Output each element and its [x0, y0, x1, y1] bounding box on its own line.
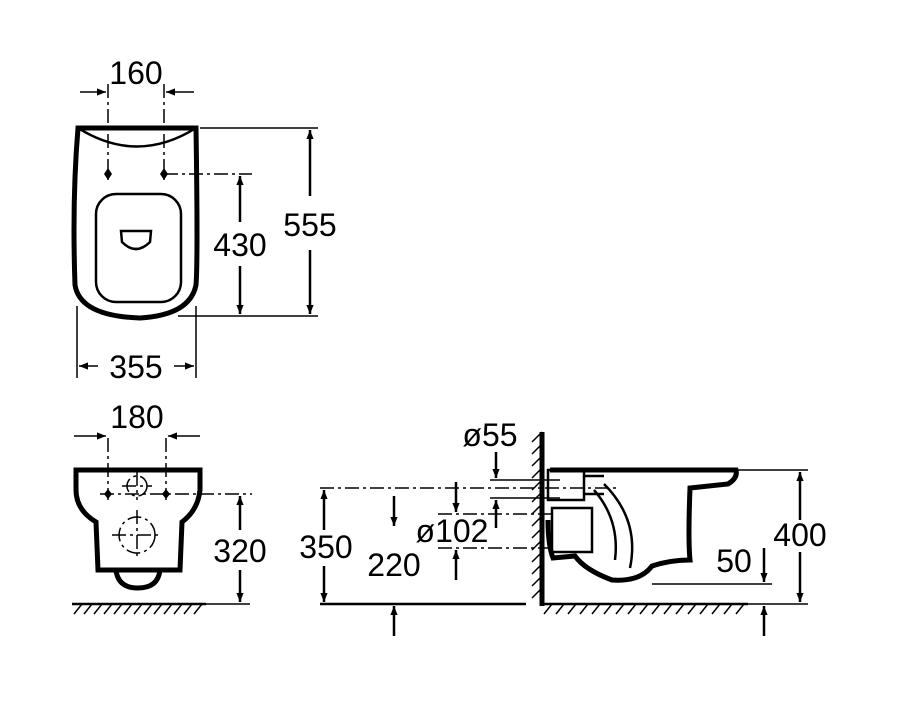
top-overall-length-label: 555 — [283, 207, 336, 243]
side-view-bowl-outline — [545, 467, 739, 583]
front-hole-spacing-label: 180 — [110, 399, 163, 435]
top-hole-to-front-label: 430 — [213, 227, 266, 263]
side-view: 350 220 ø102 ø55 400 50 — [299, 417, 827, 636]
front-view-hole-right — [162, 489, 170, 499]
side-inlet-offset-label: 220 — [367, 547, 420, 583]
front-view-outlet-symbol — [112, 510, 162, 560]
side-view-outlet-fitting — [550, 506, 594, 554]
front-view-base — [113, 569, 163, 591]
top-overall-width-label: 355 — [109, 349, 162, 385]
side-view-trap-inner — [593, 489, 617, 561]
top-view-rim-curve — [77, 126, 197, 148]
front-view: 180 320 — [72, 399, 267, 615]
side-inlet-diameter-label: ø55 — [462, 417, 517, 453]
side-outlet-height-label: 350 — [299, 529, 352, 565]
front-hole-height-label: 320 — [213, 533, 266, 569]
top-view-seat-opening — [94, 192, 183, 304]
front-view-outline — [73, 467, 203, 573]
front-view-inlet-symbol — [122, 472, 152, 500]
side-view-trap — [603, 483, 634, 569]
top-view-flush-hole — [119, 229, 153, 251]
top-hole-spacing-label: 160 — [109, 55, 162, 91]
side-view-inlet-fitting — [546, 468, 586, 502]
top-view-outline — [71, 125, 200, 321]
side-floor-clearance-label: 50 — [716, 543, 752, 579]
side-view-floor-hatch — [543, 603, 745, 615]
side-overall-height-label: 400 — [773, 517, 826, 553]
top-view-hole-left — [104, 168, 112, 180]
top-view: 160 430 555 355 — [71, 55, 337, 385]
front-view-floor-hatch — [73, 603, 203, 615]
side-outlet-diameter-label: ø102 — [416, 513, 489, 549]
